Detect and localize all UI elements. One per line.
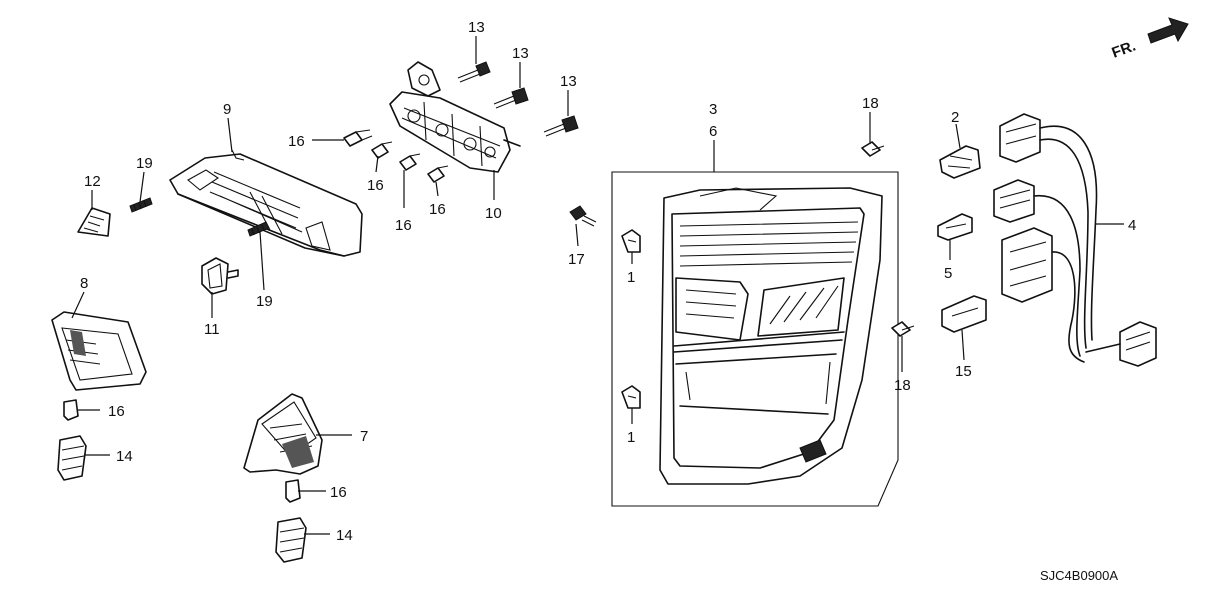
callout-16-c: 16 [395, 217, 412, 234]
leader-lines [71, 36, 1124, 535]
part-18-fastener-upper [861, 141, 885, 157]
tail-light-lens [659, 187, 883, 485]
part-13-bolt-a [457, 61, 491, 83]
callout-16-f: 16 [330, 484, 347, 501]
part-13-bolt-c [543, 115, 579, 137]
callout-19-a: 19 [136, 155, 153, 172]
callout-9: 9 [223, 101, 231, 118]
part-13-bolt-b [493, 87, 529, 109]
part-16-bulb-d [427, 165, 449, 183]
front-direction-marker: FR. [1110, 17, 1189, 62]
callout-13-b: 13 [512, 45, 529, 62]
part-11-grommet [201, 257, 239, 295]
part-16-bulb-a [343, 129, 373, 147]
callout-12: 12 [84, 173, 101, 190]
part-19-screw-lower [247, 221, 270, 237]
front-direction-arrow-icon [1147, 17, 1189, 44]
callout-16-a: 16 [288, 133, 305, 150]
tail-light-assembly-box [611, 171, 899, 507]
callout-18-a: 18 [862, 95, 879, 112]
callout-15: 15 [955, 363, 972, 380]
part-5-bulb [937, 213, 973, 241]
part-10-bracket [389, 61, 521, 173]
part-18-fastener-lower [891, 321, 915, 337]
diagram-code: SJC4B0900A [1040, 568, 1118, 583]
part-1-clip-upper [621, 229, 641, 253]
callout-2: 2 [951, 109, 959, 126]
callout-16-b: 16 [367, 177, 384, 194]
part-7-lamp-housing [243, 393, 323, 475]
callout-14-a: 14 [116, 448, 133, 465]
part-16-bulb-f [285, 479, 301, 503]
part-9-light-housing [169, 149, 363, 257]
part-14-socket-b [275, 517, 307, 563]
part-12-clip [77, 207, 111, 237]
part-4-wire-harness [993, 113, 1157, 367]
callout-19-b: 19 [256, 293, 273, 310]
callout-13-c: 13 [560, 73, 577, 90]
front-direction-label: FR. [1110, 38, 1139, 62]
part-1-clip-lower [621, 385, 641, 409]
callout-4: 4 [1128, 217, 1136, 234]
callout-7: 7 [360, 428, 368, 445]
part-16-bulb-e [63, 399, 79, 421]
callout-1-b: 1 [627, 429, 635, 446]
callout-6: 6 [709, 123, 717, 140]
part-16-bulb-c [399, 153, 421, 171]
part-19-screw-upper [129, 197, 153, 213]
callout-labels: 13 13 13 9 16 16 16 16 10 12 19 19 11 8 … [80, 19, 1136, 544]
callout-10: 10 [485, 205, 502, 222]
callout-5: 5 [944, 265, 952, 282]
callout-1-a: 1 [627, 269, 635, 286]
part-16-bulb-b [371, 141, 393, 159]
callout-11: 11 [204, 321, 220, 338]
callout-16-e: 16 [108, 403, 125, 420]
part-15-bulb [941, 295, 987, 333]
callout-17: 17 [568, 251, 585, 268]
callout-13-a: 13 [468, 19, 485, 36]
callout-8: 8 [80, 275, 88, 292]
callout-3: 3 [709, 101, 717, 118]
callout-16-d: 16 [429, 201, 446, 218]
callout-14-b: 14 [336, 527, 353, 544]
part-17-screw [569, 205, 597, 227]
part-2-bulb [939, 145, 981, 179]
part-14-socket-a [57, 435, 87, 481]
callout-18-b: 18 [894, 377, 911, 394]
part-8-lamp-housing [51, 311, 147, 391]
